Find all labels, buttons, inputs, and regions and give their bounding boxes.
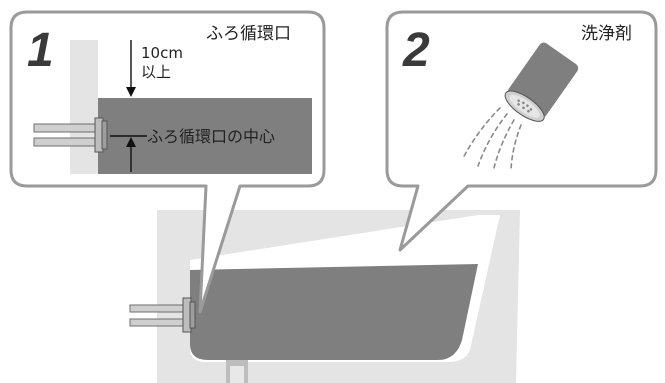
callout-1-pipe [33, 117, 108, 153]
bath-water [190, 264, 478, 360]
step-number-2: 2 [402, 24, 430, 77]
circulation-center-label: ふろ循環口の中心 [147, 127, 275, 146]
arrow-head-up [126, 137, 136, 147]
depth-value: 10cm [141, 44, 183, 62]
bathtub-scene [129, 210, 520, 383]
depth-dimension-arrow [110, 40, 147, 172]
callout-2: 2 洗浄剤 [385, 10, 658, 252]
callout-1: 1 ふろ循環口 10cm 以上 ふろ循環口の中心 [9, 10, 326, 314]
arrow-head-down [126, 87, 136, 97]
tub-circulation-pipe [129, 297, 196, 333]
callout-1-wall [70, 40, 98, 174]
callout-1-title: ふろ循環口 [206, 24, 291, 44]
detergent-bottle-icon [504, 42, 579, 122]
step-number-1: 1 [27, 24, 54, 77]
depth-suffix: 以上 [141, 63, 171, 81]
detergent-spray [462, 107, 522, 171]
callout-2-title: 洗浄剤 [581, 24, 632, 44]
callout-2-bubble [385, 10, 658, 252]
